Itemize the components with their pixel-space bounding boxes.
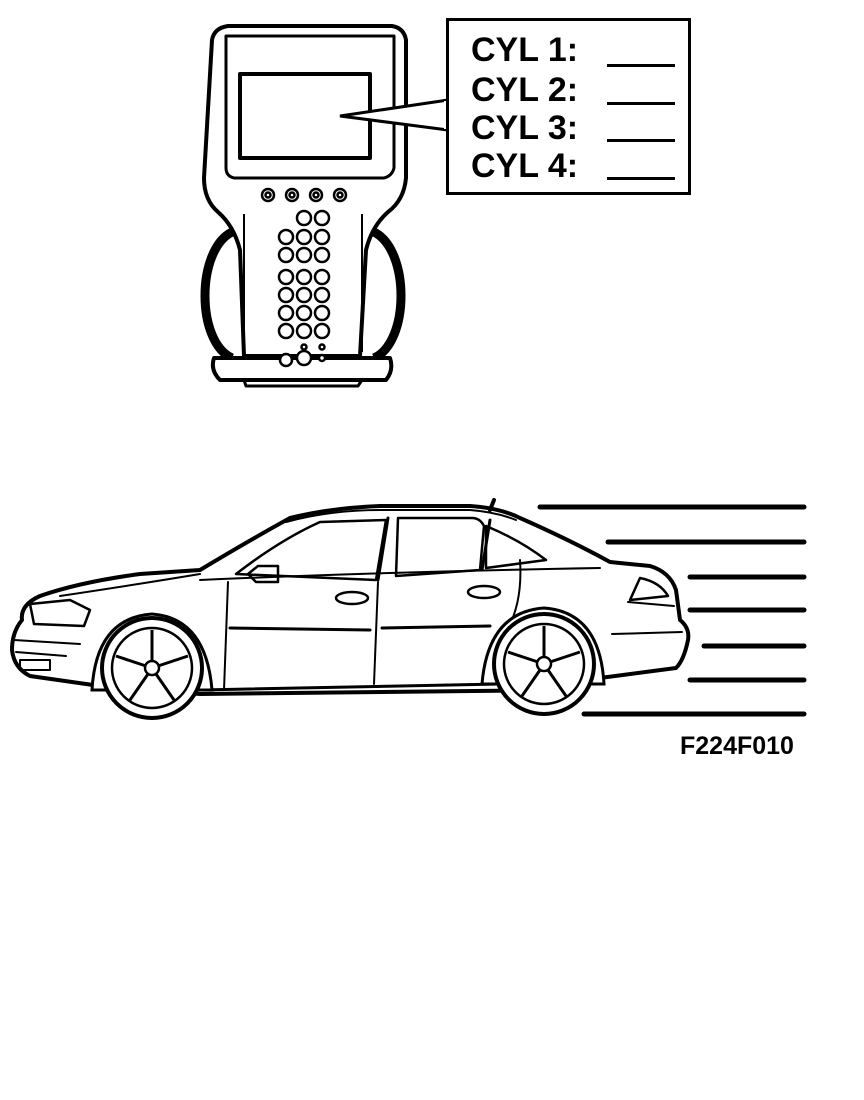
cyl-2-label: CYL 2:	[471, 71, 579, 109]
cyl-4-blank	[607, 177, 675, 180]
figure-code: F224F010	[680, 732, 794, 760]
cyl-2-row: CYL 2:	[471, 71, 578, 109]
cyl-3-label: CYL 3:	[471, 109, 579, 147]
scan-tool-icon	[200, 24, 450, 388]
cyl-1-row: CYL 1:	[471, 31, 578, 69]
cylinder-callout-box: CYL 1: CYL 2: CYL 3: CYL 4:	[446, 18, 691, 195]
cyl-1-blank	[607, 64, 675, 67]
car-icon	[10, 498, 807, 720]
cyl-4-row: CYL 4:	[471, 147, 578, 185]
cyl-1-label: CYL 1:	[471, 31, 579, 69]
cyl-3-blank	[607, 139, 675, 142]
cyl-4-label: CYL 4:	[471, 147, 579, 185]
cyl-2-blank	[607, 102, 675, 105]
cyl-3-row: CYL 3:	[471, 109, 578, 147]
